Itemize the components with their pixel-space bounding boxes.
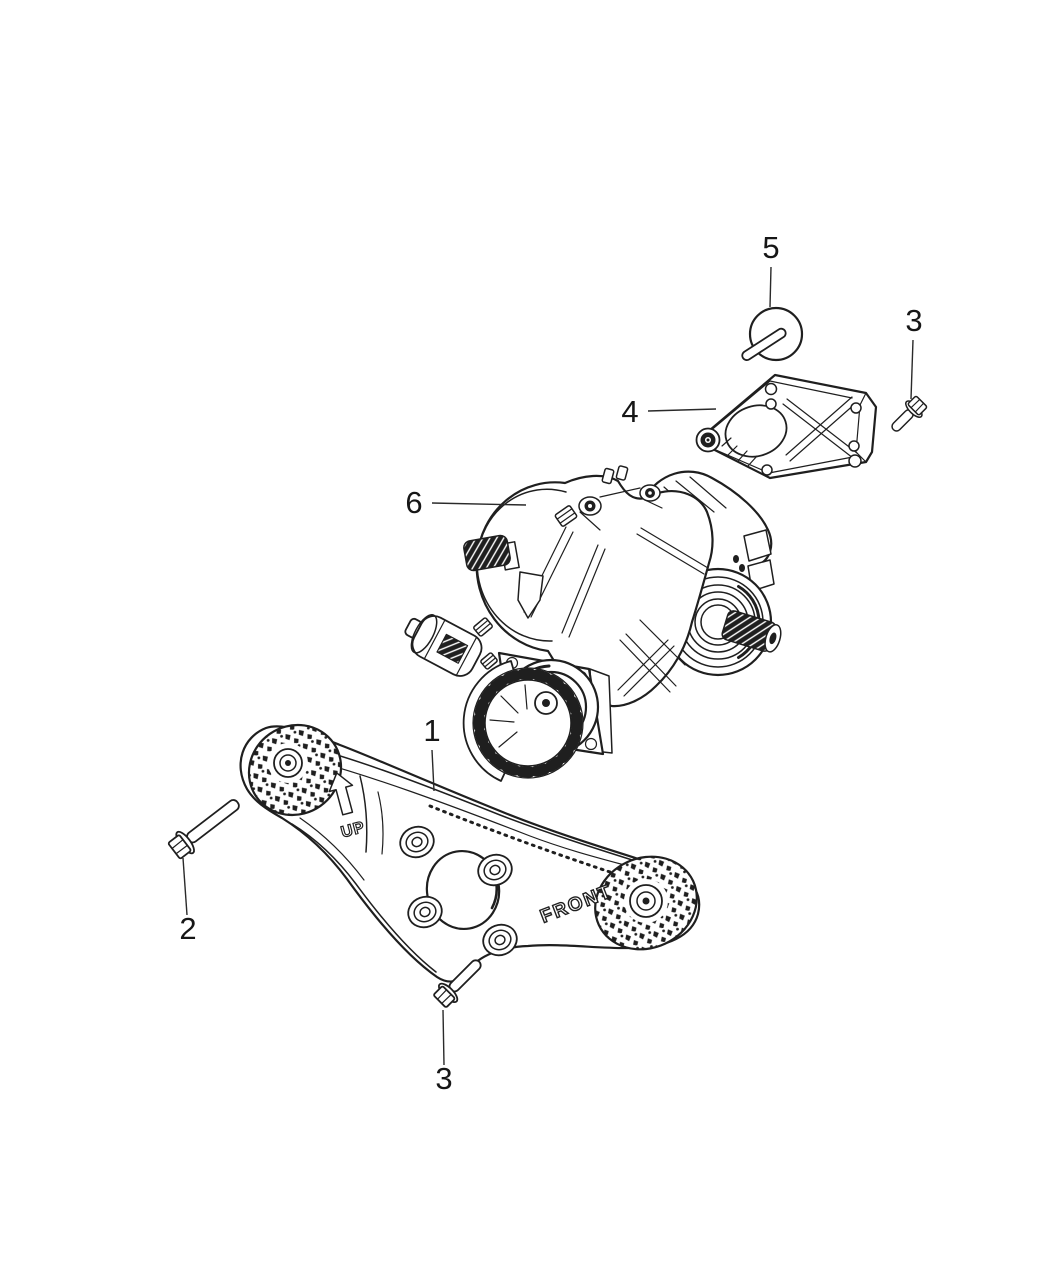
callout-4-leader-2	[647, 408, 717, 412]
diff-top-mount-cluster	[554, 465, 663, 531]
up-arrow-icon	[328, 772, 354, 816]
callout-3-label-6: 3	[435, 1061, 452, 1096]
differential-assembly-art	[404, 465, 782, 782]
callout-2-label-5: 2	[179, 911, 196, 946]
up-engraving: UP	[339, 819, 367, 842]
diff-ribs	[523, 526, 709, 697]
callout-1-label-4: 1	[423, 713, 440, 748]
callout-4-label-2: 4	[621, 394, 638, 429]
mount-bracket-art: UP FRONT	[239, 723, 701, 983]
diff-actuator-motor	[404, 614, 483, 677]
bracket-bushings	[399, 825, 518, 957]
bracket-bushing	[695, 427, 721, 453]
diff-left-spline-shaft	[463, 534, 520, 572]
callout-2-leader-5	[182, 857, 188, 916]
callout-layer: 5 3 4 6 1 2 3	[179, 230, 922, 1096]
support-bracket-plate-art	[695, 373, 878, 480]
bolt-3-top-art	[891, 395, 928, 432]
callout-3-leader-1	[910, 339, 914, 400]
callout-5-label-0: 5	[762, 230, 779, 265]
diff-clutch-ring	[462, 660, 584, 782]
callout-6-leader-3	[431, 502, 527, 506]
callout-1-leader-4	[431, 749, 435, 792]
right-isolator-pad	[594, 855, 698, 951]
bolt-2-art	[167, 799, 240, 860]
diff-actuator-bolts	[473, 617, 498, 670]
left-isolator-pad	[247, 723, 343, 817]
callout-5-leader-0	[769, 266, 772, 308]
pin-plug-art	[741, 306, 804, 362]
diff-cast-tab	[517, 571, 544, 619]
callout-6-label-3: 6	[405, 485, 422, 520]
callout-3-leader-6	[442, 1009, 445, 1066]
diff-right-spline-shaft	[721, 610, 782, 653]
callout-3-label-1: 3	[905, 303, 922, 338]
bolt-3-bottom-art	[433, 959, 482, 1008]
